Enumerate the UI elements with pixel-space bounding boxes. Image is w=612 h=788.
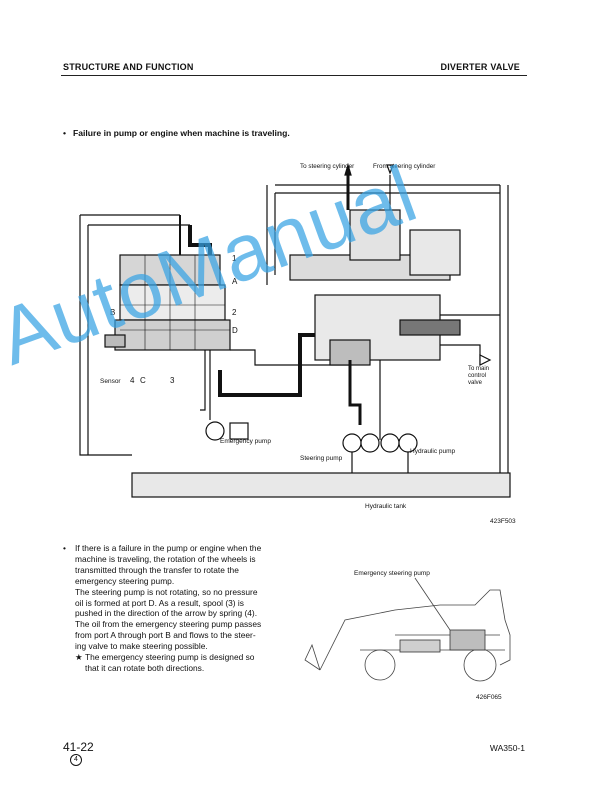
- header-topic-title: DIVERTER VALVE: [440, 62, 520, 72]
- label-steering-pump: Steering pump: [300, 455, 343, 462]
- label-4: 4: [130, 376, 135, 385]
- bullet-heading: •Failure in pump or engine when machine …: [63, 128, 290, 138]
- para-line-7: pushed in the direction of the arrow by …: [75, 608, 258, 619]
- para-line-2: machine is traveling, the rotation of th…: [75, 553, 256, 564]
- label-emergency-pump: Emergency pump: [220, 438, 271, 445]
- bullet-heading-text: Failure in pump or engine when machine i…: [73, 128, 290, 138]
- label-to-main-2: control: [468, 373, 486, 379]
- label-C: C: [140, 376, 146, 385]
- label-to-main-3: valve: [468, 380, 483, 386]
- label-hydraulic-tank: Hydraulic tank: [365, 503, 407, 510]
- steering-pump-symbol-1: [342, 433, 362, 453]
- loader-figure: Emergency steering pump 426F065: [304, 570, 511, 701]
- label-sensor: Sensor: [100, 378, 121, 385]
- label-A: A: [232, 277, 238, 286]
- label-to-main-1: To main: [468, 366, 489, 372]
- label-B: B: [110, 308, 115, 317]
- emergency-pump-box: [229, 422, 249, 440]
- para-line-1: If there is a failure in the pump or eng…: [75, 543, 262, 553]
- para-line-6: oil is formed at port D. As a result, sp…: [75, 597, 244, 608]
- para-line-4: emergency steering pump.: [75, 575, 175, 586]
- label-3: 3: [170, 376, 175, 385]
- sensor-shape: [104, 334, 126, 348]
- figure-id-423F503: 423F503: [490, 518, 516, 525]
- steering-valve-head: [349, 209, 401, 261]
- label-to-steering-cylinder: To steering cylinder: [300, 163, 354, 170]
- para-line-8: The oil from the emergency steering pump…: [75, 619, 262, 630]
- explanation-paragraph: •If there is a failure in the pump or en…: [63, 543, 288, 674]
- label-2: 2: [232, 308, 237, 317]
- relief-valve-body: [409, 229, 461, 276]
- label-hydraulic-pump: Hydraulic pump: [410, 448, 456, 455]
- footer-page-number: 41-22: [63, 740, 94, 754]
- figure-id-426F065: 426F065: [476, 694, 502, 701]
- para-line-3: transmitted through the transfer to rota…: [75, 564, 239, 575]
- spool-rod: [399, 319, 461, 336]
- para-line-9: from port A through port B and flows to …: [75, 630, 256, 641]
- steering-pump-symbol-2: [360, 433, 380, 453]
- header-section-title: STRUCTURE AND FUNCTION: [63, 62, 194, 72]
- header-rule: [61, 75, 527, 76]
- hydraulic-circuit-diagram: To steering cylinder From steering cylin…: [79, 162, 516, 525]
- para-line-10: ing valve to make steering possible.: [75, 641, 208, 652]
- para-line-11: The emergency steering pump is designed …: [85, 652, 255, 663]
- label-D: D: [232, 326, 238, 335]
- label-1: 1: [232, 254, 237, 263]
- footer-model: WA350-1: [489, 743, 525, 753]
- label-emergency-steering-pump: Emergency steering pump: [354, 570, 430, 577]
- label-from-steering-cylinder: From steering cylinder: [373, 163, 435, 170]
- emergency-pump-symbol: [205, 421, 225, 441]
- star-icon: ★: [75, 652, 83, 663]
- hydraulic-pump-symbol-1: [380, 433, 400, 453]
- revision-badge: 4: [70, 754, 82, 766]
- para-line-5: The steering pump is not rotating, so no…: [75, 586, 258, 597]
- hydraulic-tank-shape: [131, 472, 511, 498]
- para-line-12: that it can rotate both directions.: [85, 662, 205, 673]
